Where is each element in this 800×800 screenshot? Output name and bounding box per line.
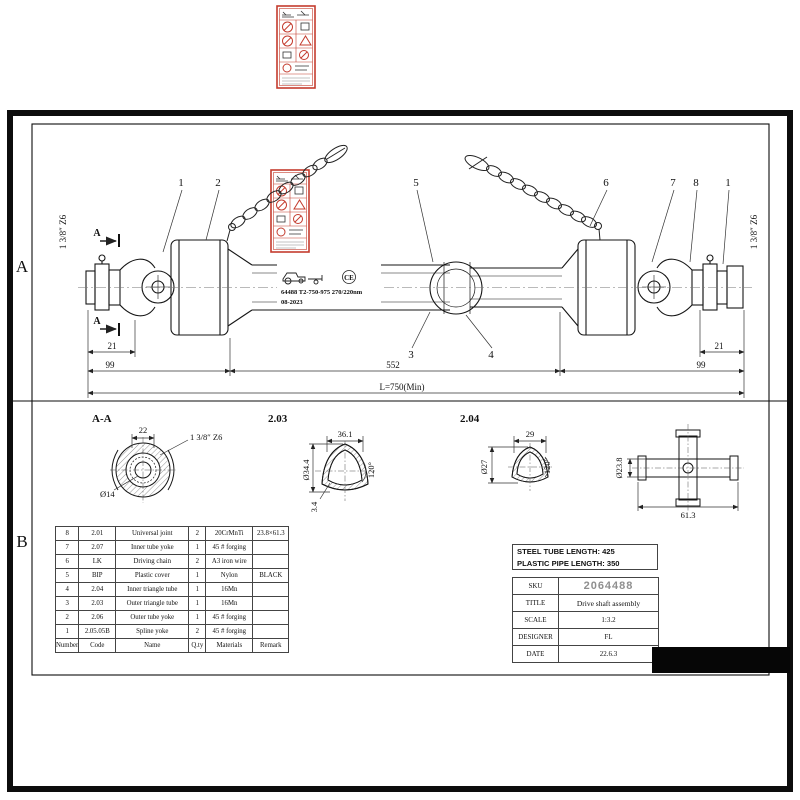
detail-204-dim-width: 29 [526, 429, 535, 439]
cross-dia: Ø23.8 [614, 457, 624, 478]
detail-204-angle: 120° [542, 458, 552, 474]
title-value: Drive shaft assembly [558, 594, 659, 612]
detail-204-dia: Ø27 [479, 460, 489, 475]
dim-99-right: 99 [697, 360, 707, 370]
callout-2: 2 [215, 177, 221, 189]
cross-length: 61.3 [681, 510, 696, 520]
tube-label-line2: 08-2023 [281, 299, 303, 306]
right-chain [464, 154, 602, 241]
ce-mark-ring [342, 270, 356, 284]
right-spline-yoke [691, 254, 744, 311]
section-cut-marks [100, 234, 120, 336]
right-universal-joint [637, 258, 693, 317]
left-chain [226, 144, 348, 242]
detail-203-wall: 3.4 [309, 501, 319, 512]
callout-8: 8 [693, 177, 699, 189]
tube-label-line1: 64488 T2-750-975 270/220nm [281, 289, 363, 296]
shaft-assembly [78, 239, 752, 336]
detail-203-dia: Ø34.4 [301, 459, 311, 481]
tractor-icon [282, 272, 323, 285]
callout-5: 5 [413, 177, 419, 189]
tube-label: CE 64488 T2-750-975 270/220nm 08-2023 [277, 264, 381, 308]
detail-aa-spline-label: 1 3/8″ Z6 [190, 432, 222, 442]
length-notes: STEEL TUBE LENGTH: 425 PLASTIC PIPE LENG… [512, 544, 658, 570]
date-label: DATE [512, 645, 559, 663]
dimension-lines [87, 310, 745, 398]
detail-aa-view [110, 434, 189, 503]
callout-6: 6 [603, 177, 609, 189]
detail-aa-title: A-A [92, 413, 112, 425]
tube-overlap-ring [429, 261, 483, 315]
designer-label: DESIGNER [512, 628, 559, 646]
section-mark-a-bottom: A [93, 316, 101, 327]
dim-552: 552 [386, 360, 400, 370]
zone-letter-a: A [16, 257, 29, 276]
dim-99-left: 99 [106, 360, 116, 370]
note-steel-tube: STEEL TUBE LENGTH: 425 [517, 546, 615, 556]
section-mark-a-top: A [93, 228, 101, 239]
dim-21-right: 21 [715, 341, 724, 351]
callout-1-right: 1 [725, 177, 731, 189]
callout-1-left: 1 [178, 177, 184, 189]
title-label: TITLE [512, 594, 559, 612]
callout-leaders [162, 189, 730, 349]
detail-aa-dia-14: Ø14 [100, 489, 115, 499]
dim-21-left: 21 [108, 341, 117, 351]
detail-203-angle: 120° [366, 462, 376, 478]
date-value: 22.6.3 [558, 645, 659, 663]
detail-aa-dim-22: 22 [139, 425, 148, 435]
callout-7: 7 [670, 177, 676, 189]
callout-3: 3 [408, 349, 414, 361]
designer-value: FL [558, 628, 659, 646]
callout-numbers: 1 2 5 6 7 8 1 3 4 [178, 177, 731, 361]
spline-label-left: 1 3/8″ Z6 [58, 214, 68, 249]
sheet-frame [7, 110, 793, 792]
detail-204-view [488, 436, 552, 491]
sku-label: SKU [512, 577, 559, 595]
redaction-box [652, 647, 790, 673]
inner-tube [470, 248, 579, 327]
cross-journal-view [627, 424, 744, 512]
detail-204-title: 2.04 [460, 413, 480, 425]
ce-mark: CE [344, 274, 354, 282]
warning-sticker-top [276, 5, 316, 89]
left-spline-yoke [85, 254, 156, 317]
dim-total-length: L=750(Min) [379, 382, 424, 392]
scale-label: SCALE [512, 611, 559, 629]
left-universal-joint [141, 270, 175, 304]
note-plastic-pipe: PLASTIC PIPE LENGTH: 350 [517, 558, 620, 568]
spline-label-right: 1 3/8″ Z6 [749, 214, 759, 249]
detail-203-view [309, 436, 375, 501]
zone-letter-b: B [16, 532, 27, 551]
title-block: SKU 2064488 TITLE Drive shaft assembly S… [512, 577, 659, 663]
scale-value: 1:3.2 [558, 611, 659, 629]
sku-value: 2064488 [558, 577, 659, 595]
callout-4: 4 [488, 349, 494, 361]
detail-203-title: 2.03 [268, 413, 288, 425]
detail-203-dim-width: 36.1 [338, 429, 353, 439]
